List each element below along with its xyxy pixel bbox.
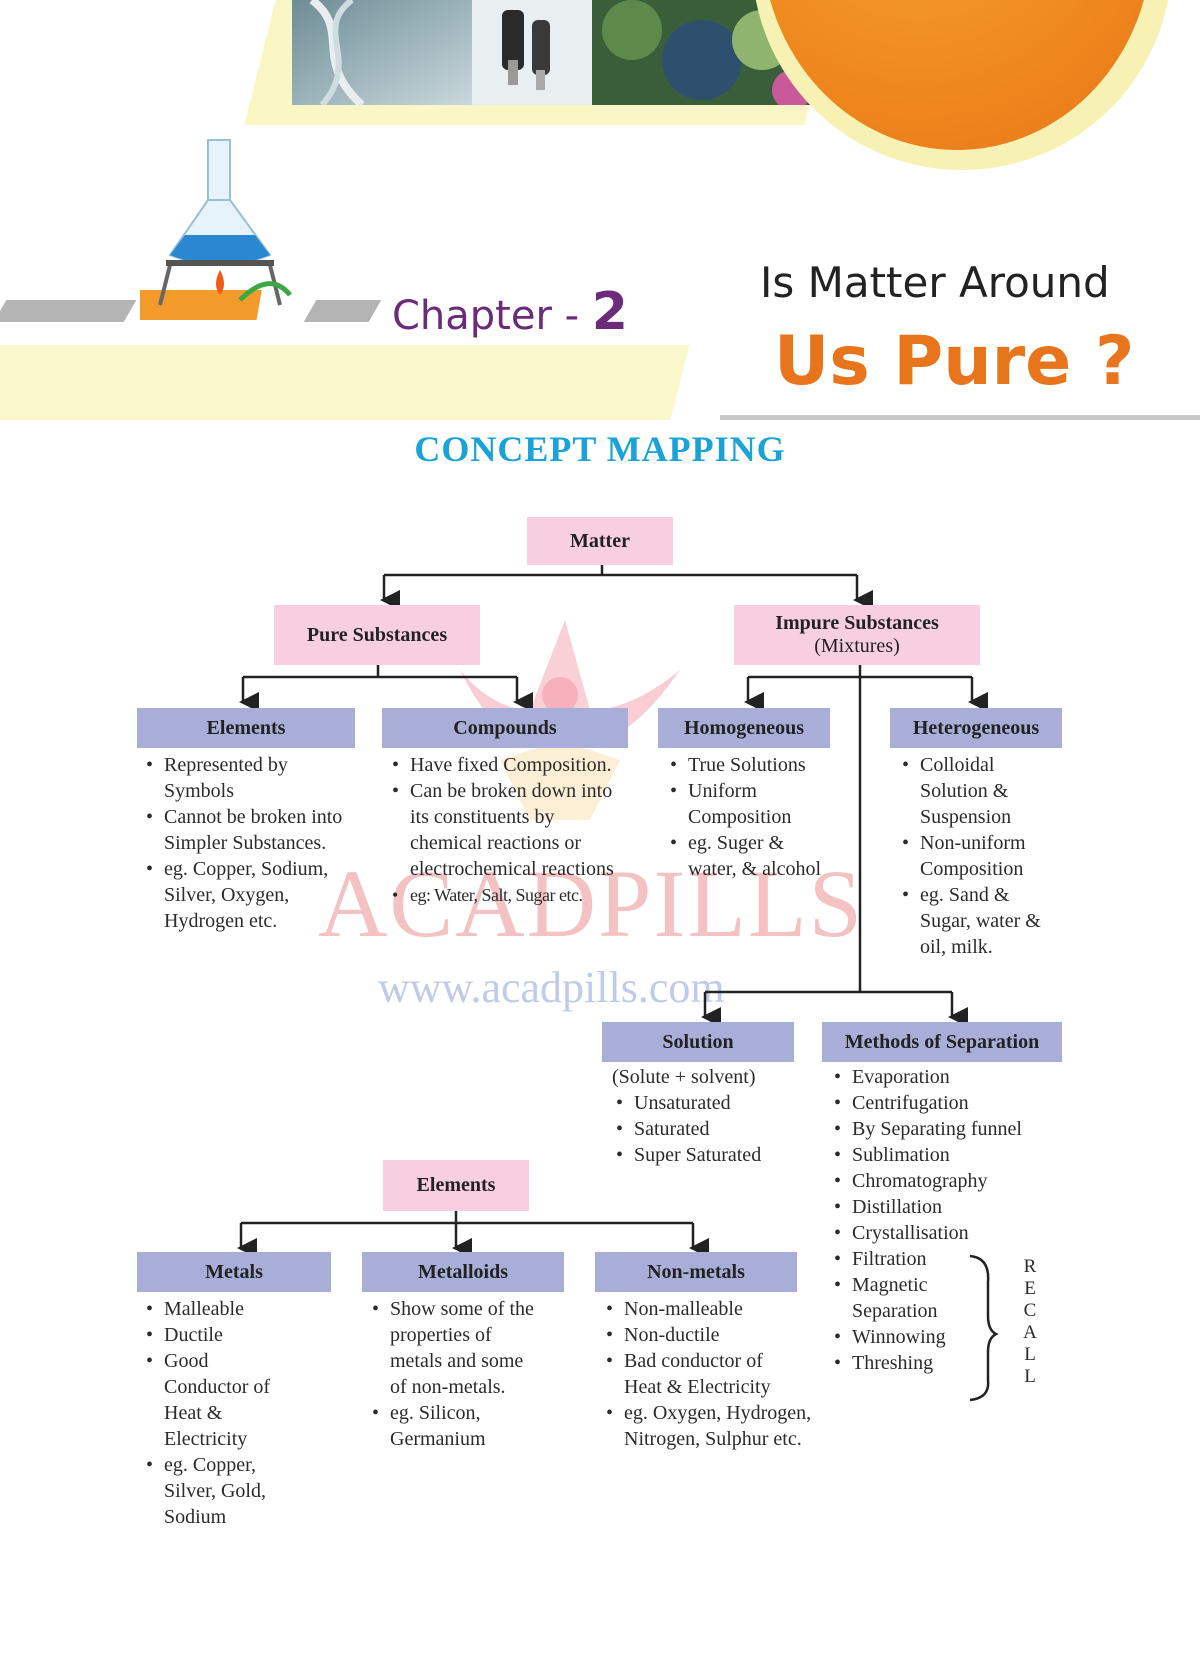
list-item: eg: Water, Salt, Sugar etc.	[386, 882, 626, 908]
chapter-number: 2	[591, 282, 628, 342]
metals-label: Metals	[205, 1260, 263, 1283]
metalloids-label: Metalloids	[418, 1260, 508, 1283]
list-item: Unsaturated	[610, 1090, 800, 1116]
list-item: Evaporation	[828, 1064, 1040, 1090]
elements-classification-label: Elements	[416, 1174, 496, 1196]
list-item: Centrifugation	[828, 1090, 1040, 1116]
elements-box: Elements	[137, 708, 355, 748]
elements-label: Elements	[206, 716, 286, 739]
list-item: eg. Suger & water, & alcohol	[664, 830, 836, 882]
list-item: Represented by Symbols	[140, 752, 360, 804]
list-item: eg. Sand & Sugar, water & oil, milk.	[896, 882, 1056, 960]
non-metals-label: Non-metals	[647, 1260, 745, 1283]
list-item: Bad conductor of Heat & Electricity	[600, 1348, 804, 1400]
matter-label: Matter	[570, 529, 630, 552]
methods-of-separation-label: Methods of Separation	[844, 1030, 1040, 1053]
chapter-title-line2: Us Pure ?	[774, 322, 1135, 401]
list-item: Chromatography	[828, 1168, 1040, 1194]
watermark-url: www.acadpills.com	[378, 963, 725, 1012]
list-item: Colloidal Solution & Suspension	[896, 752, 1056, 830]
compounds-label: Compounds	[453, 716, 557, 739]
methods-of-separation-box: Methods of Separation	[822, 1022, 1062, 1062]
list-item: Ductile	[140, 1322, 330, 1348]
list-item: Cannot be broken into Simpler Substances…	[140, 804, 360, 856]
recall-text: RECALL	[1023, 1256, 1037, 1387]
chapter-word: Chapter -	[392, 293, 580, 339]
solution-label: Solution	[662, 1030, 734, 1053]
heterogeneous-label: Heterogeneous	[912, 716, 1040, 739]
pure-substances-box: Pure Substances	[274, 605, 480, 665]
list-item: Super Saturated	[610, 1142, 800, 1168]
list-item: Threshing	[828, 1350, 1040, 1376]
heterogeneous-list: Colloidal Solution & Suspension Non-unif…	[896, 752, 1056, 960]
list-item: Magnetic Separation	[828, 1272, 972, 1324]
chapter-label: Chapter - 2	[392, 282, 628, 342]
list-item: eg. Copper, Sodium, Silver, Oxygen, Hydr…	[140, 856, 360, 934]
flask-burner-icon	[140, 139, 292, 320]
microscope-image	[472, 0, 592, 105]
elements-list: Represented by Symbols Cannot be broken …	[140, 752, 360, 934]
solution-box: Solution	[602, 1022, 794, 1062]
solution-intro: (Solute + solvent)	[612, 1066, 756, 1088]
impure-substances-sub: (Mixtures)	[814, 635, 900, 657]
homogeneous-list: True Solutions Uniform Composition eg. S…	[664, 752, 836, 882]
list-item: Have fixed Composition.	[386, 752, 626, 778]
title-rule	[720, 415, 1200, 420]
list-item: Good Conductor of Heat & Electricity	[140, 1348, 294, 1452]
dna-image	[292, 0, 472, 105]
list-item: By Separating funnel	[828, 1116, 1040, 1142]
list-item: Winnowing	[828, 1324, 1040, 1350]
list-item: Crystallisation	[828, 1220, 1040, 1246]
impure-substances-label: Impure Substances	[775, 612, 939, 634]
metals-list: Malleable Ductile Good Conductor of Heat…	[140, 1296, 330, 1530]
methods-list: Evaporation Centrifugation By Separating…	[828, 1064, 1040, 1376]
non-metals-box: Non-metals	[595, 1252, 797, 1292]
impure-substances-box: Impure Substances (Mixtures)	[734, 605, 980, 665]
heterogeneous-box: Heterogeneous	[890, 708, 1062, 748]
compounds-list: Have fixed Composition. Can be broken do…	[386, 752, 626, 908]
metalloids-list: Show some of the properties of metals an…	[366, 1296, 556, 1452]
list-item: Saturated	[610, 1116, 800, 1142]
compounds-box: Compounds	[382, 708, 628, 748]
list-item: Show some of the properties of metals an…	[366, 1296, 540, 1400]
solution-list: Unsaturated Saturated Super Saturated	[610, 1090, 800, 1168]
pure-substances-label: Pure Substances	[306, 623, 448, 646]
list-item: eg. Silicon, Germanium	[366, 1400, 510, 1452]
list-item: Non-uniform Composition	[896, 830, 1056, 882]
list-item: Can be broken down into its constituents…	[386, 778, 626, 882]
list-item: Non-ductile	[600, 1322, 820, 1348]
chapter-title-line1: Is Matter Around	[760, 258, 1110, 307]
homogeneous-label: Homogeneous	[684, 716, 804, 739]
list-item: Distillation	[828, 1194, 1040, 1220]
homogeneous-box: Homogeneous	[658, 708, 830, 748]
list-item: Filtration	[828, 1246, 1040, 1272]
metalloids-box: Metalloids	[362, 1252, 564, 1292]
list-item: Sublimation	[828, 1142, 1040, 1168]
recall-label: RECALL	[1018, 1256, 1042, 1388]
list-item: True Solutions	[664, 752, 836, 778]
list-item: Non-malleable	[600, 1296, 820, 1322]
concept-mapping-heading: CONCEPT MAPPING	[414, 429, 786, 469]
matter-box: Matter	[527, 517, 673, 565]
list-item: Uniform Composition	[664, 778, 836, 830]
list-item: eg. Copper, Silver, Gold, Sodium	[140, 1452, 284, 1530]
elements-classification-box: Elements	[383, 1160, 529, 1211]
non-metals-list: Non-malleable Non-ductile Bad conductor …	[600, 1296, 820, 1452]
list-item: eg. Oxygen, Hydrogen, Nitrogen, Sulphur …	[600, 1400, 824, 1452]
list-item: Malleable	[140, 1296, 330, 1322]
metals-box: Metals	[137, 1252, 331, 1292]
